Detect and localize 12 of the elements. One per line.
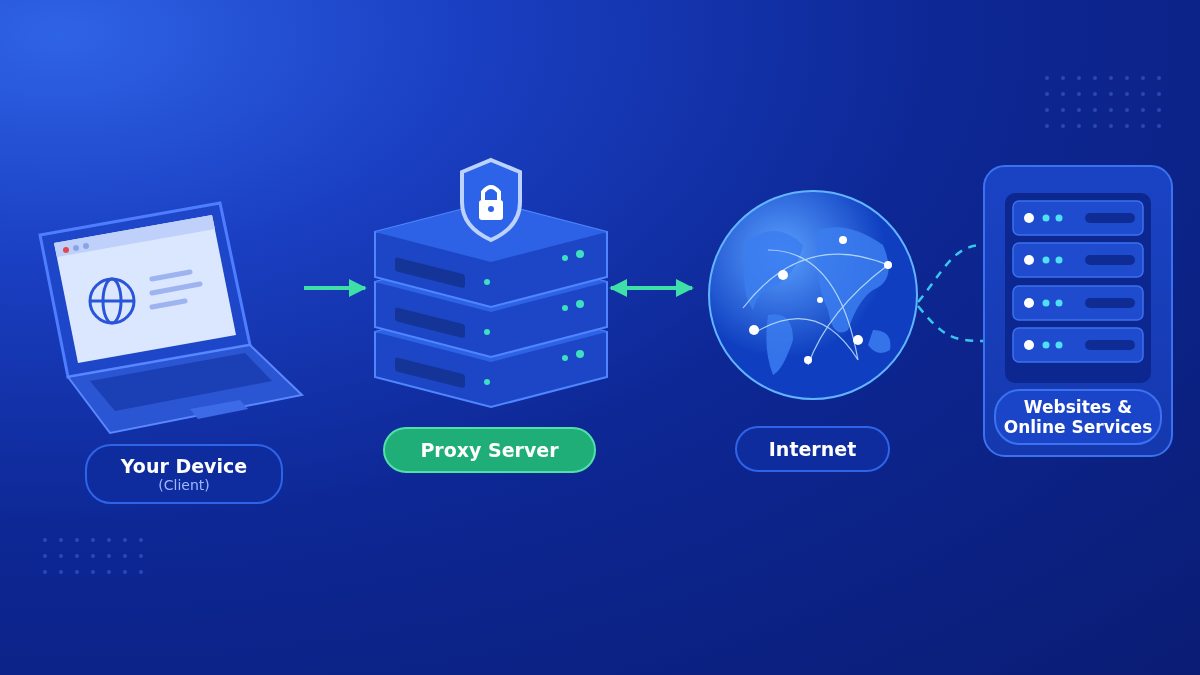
label-pill (735, 426, 890, 472)
node-sublabel: (Client) (158, 477, 210, 493)
node-label: Proxy Server (420, 439, 559, 461)
node-label: Websites & Online Services (1002, 396, 1154, 438)
websites-panel (983, 165, 1173, 457)
arrow (609, 279, 694, 297)
connector-line (916, 243, 985, 343)
node-label: Your Device (120, 455, 248, 477)
node-label: Internet (768, 438, 857, 460)
arrow (304, 279, 367, 297)
label-pill (85, 444, 283, 504)
label-pill (383, 427, 596, 473)
